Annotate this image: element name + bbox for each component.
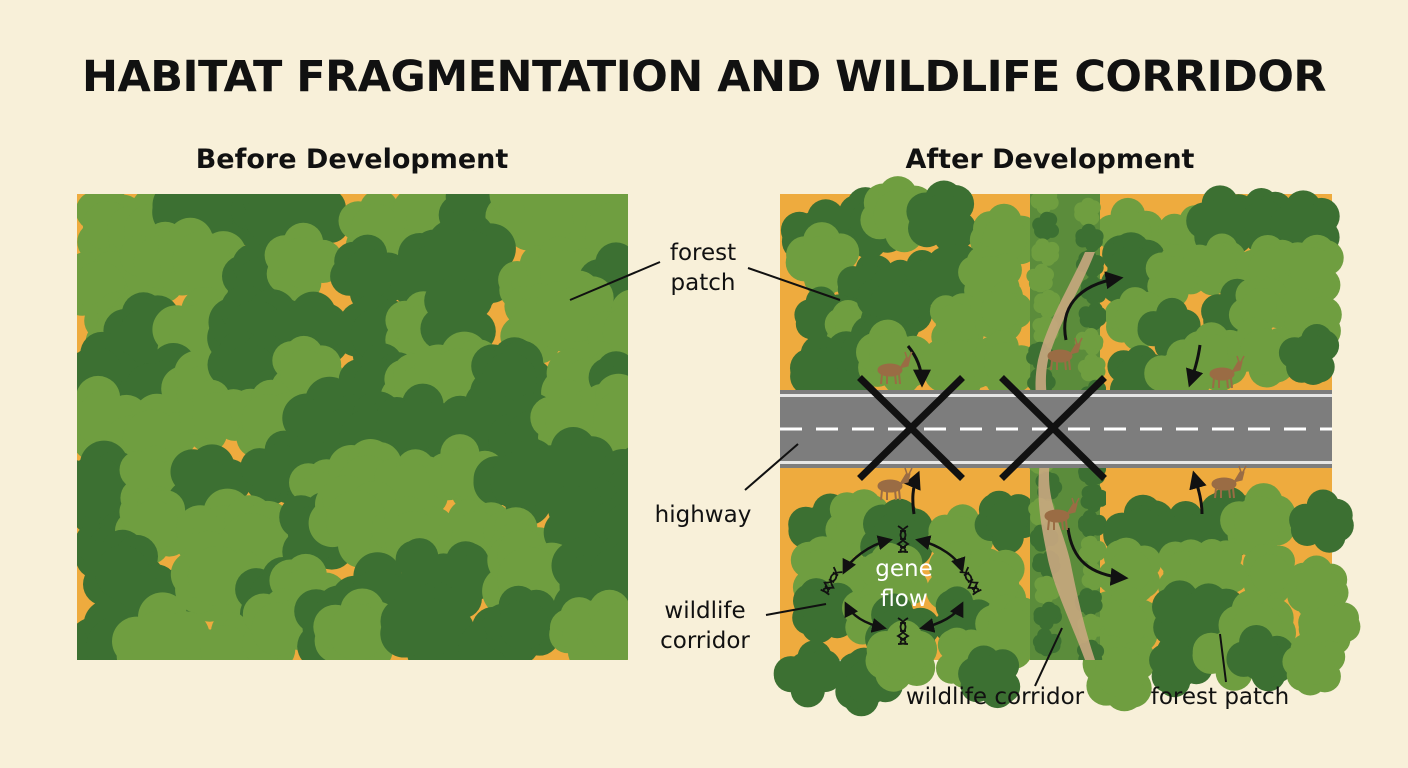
curved-arrow-icon	[1189, 470, 1207, 515]
before-heading: Before Development	[195, 144, 509, 175]
tree-canopy	[1077, 353, 1106, 383]
curved-arrow-icon	[1063, 271, 1124, 341]
dna-icon	[896, 617, 910, 645]
dna-icon	[820, 566, 843, 596]
corridor-path	[1035, 252, 1095, 660]
tree-canopy	[975, 594, 1049, 670]
tree-canopy	[1026, 263, 1055, 293]
tree-canopy	[1032, 211, 1060, 241]
tree-canopy	[1278, 324, 1340, 385]
after-panel	[569, 176, 1361, 717]
tree-canopy	[1186, 539, 1248, 601]
deer-group	[877, 337, 1247, 531]
tree-canopy	[1080, 483, 1106, 513]
tree-canopy	[906, 180, 977, 254]
tree-canopy	[856, 267, 933, 345]
tree-canopy	[376, 383, 459, 464]
tree-canopy	[974, 490, 1039, 554]
deer-icon	[1211, 465, 1247, 499]
tree-canopy	[313, 588, 400, 660]
tree-canopy	[1033, 601, 1063, 631]
wildlife-corridor-label-bottom: wildlife corridor	[905, 684, 1085, 710]
forest-patch-label-bottom: forest patch	[1150, 684, 1290, 710]
tree-canopy	[1075, 223, 1104, 252]
tree-canopy	[1183, 233, 1246, 296]
tree-canopy	[958, 645, 1021, 709]
highway-label: highway	[654, 502, 752, 528]
dna-icon	[959, 566, 982, 596]
tree-canopy	[973, 330, 1038, 397]
curved-arrow-icon	[906, 345, 931, 388]
tree-canopy	[856, 319, 933, 395]
tree-canopy	[1078, 510, 1106, 538]
forest-patch	[780, 176, 1039, 411]
tree-canopy	[865, 620, 938, 692]
before-forest	[77, 194, 628, 660]
tree-canopy	[1298, 594, 1361, 655]
leader-lines	[569, 261, 1227, 687]
deer-icon	[1209, 355, 1245, 389]
tree-canopy	[1030, 194, 1059, 215]
blocked-x-icon	[857, 375, 965, 481]
forest-patch-label-top: forest patch	[669, 240, 737, 296]
tree-canopy	[1078, 302, 1106, 331]
blocked-x-icon	[999, 375, 1107, 481]
tree-canopy	[577, 589, 628, 660]
before-panel	[77, 194, 628, 660]
deer-icon	[1044, 497, 1080, 531]
dna-icon	[896, 525, 910, 553]
after-heading: After Development	[905, 144, 1195, 175]
tree-canopy	[1289, 489, 1354, 553]
deer-icon	[1047, 337, 1083, 371]
curved-arrow-icon	[1186, 344, 1204, 388]
tree-canopy	[1282, 633, 1346, 696]
deer-icon	[877, 351, 913, 385]
tree-canopy	[1227, 317, 1300, 388]
curved-arrow-icon	[1066, 527, 1129, 586]
gene-flow-label: gene flow	[875, 556, 933, 612]
tree-canopy	[1082, 635, 1157, 712]
deer-icon	[877, 467, 913, 501]
dna-group	[820, 525, 982, 645]
forest-patch	[1082, 483, 1361, 712]
tree-canopy	[1031, 238, 1060, 266]
tree-canopy	[773, 640, 843, 708]
tree-canopy	[1078, 535, 1106, 565]
gene-flow-cycle	[842, 535, 966, 633]
crossing-arrows	[904, 271, 1207, 586]
tree-canopy	[1074, 328, 1104, 356]
tree-canopy	[1033, 289, 1061, 319]
tree-canopy	[1074, 588, 1103, 617]
curved-arrow-icon	[904, 470, 921, 515]
tree-canopy	[969, 203, 1039, 274]
tree-canopy	[1074, 197, 1101, 227]
page-title: HABITAT FRAGMENTATION AND WILDLIFE CORRI…	[81, 52, 1327, 102]
tree-canopy	[264, 222, 343, 303]
tree-canopy	[308, 475, 402, 569]
tree-canopy	[483, 585, 560, 660]
tree-canopy	[1226, 625, 1295, 692]
wildlife-corridor-label-left: wildlife corridor	[660, 598, 750, 654]
